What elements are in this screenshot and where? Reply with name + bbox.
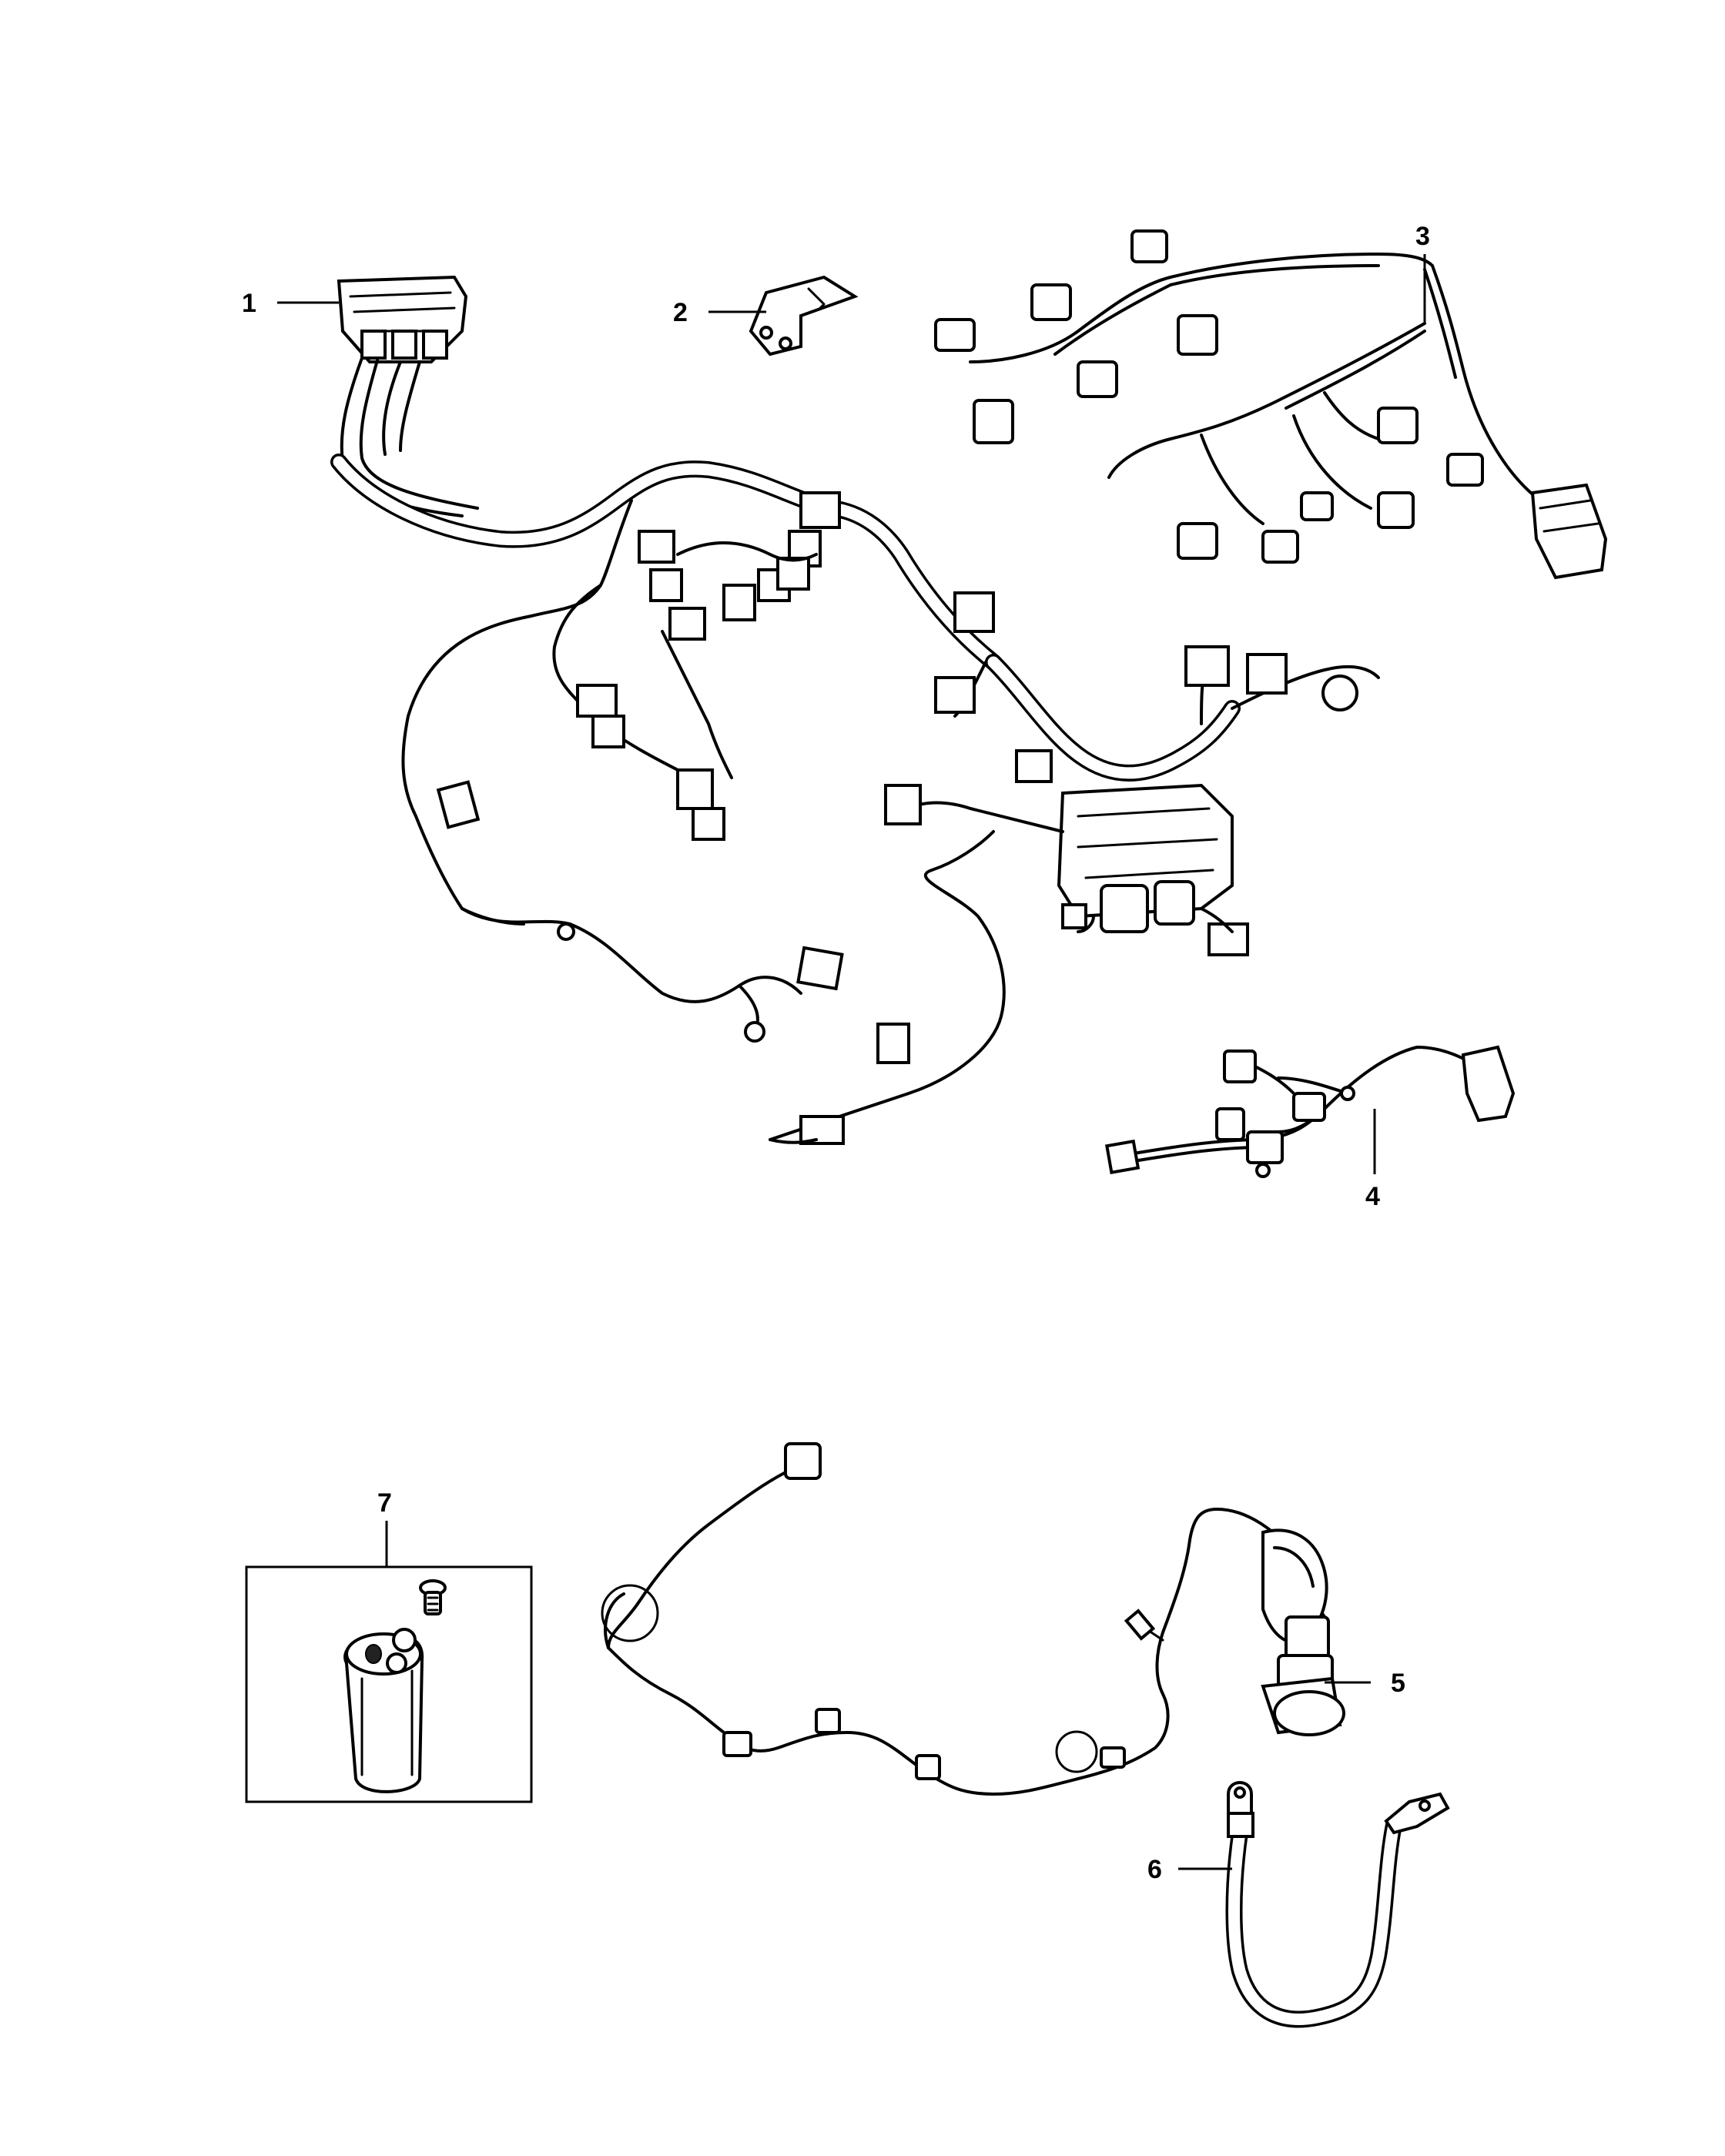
callout-2: 2 bbox=[673, 298, 688, 327]
callout-leaders bbox=[277, 254, 1426, 1870]
callout-4: 4 bbox=[1365, 1182, 1380, 1211]
harness-clip-icon bbox=[343, 1628, 424, 1793]
pdc-connector-block bbox=[337, 275, 468, 363]
callout-1: 1 bbox=[242, 289, 256, 318]
callout-3: 3 bbox=[1415, 222, 1430, 251]
callout-5: 5 bbox=[1391, 1669, 1405, 1698]
part-3-injector-harness[interactable] bbox=[934, 229, 1608, 580]
part-7-clip-kit[interactable] bbox=[245, 1565, 533, 1803]
callout-6: 6 bbox=[1147, 1855, 1162, 1884]
callout-7: 7 bbox=[377, 1488, 392, 1518]
part-6-ground-strap[interactable] bbox=[1225, 1781, 1450, 2028]
part-5-sensor-harness[interactable] bbox=[601, 1442, 1345, 1796]
part-4-jumper-harness[interactable] bbox=[1104, 1045, 1516, 1178]
part-1-engine-harness[interactable] bbox=[330, 275, 1380, 1145]
part-7-frame bbox=[245, 1565, 533, 1803]
push-pin-icon bbox=[419, 1579, 447, 1615]
central-junction-block bbox=[1057, 783, 1234, 933]
part-2-bracket[interactable] bbox=[749, 275, 859, 357]
callout-labels: 1 2 3 4 5 6 7 bbox=[242, 222, 1430, 1884]
